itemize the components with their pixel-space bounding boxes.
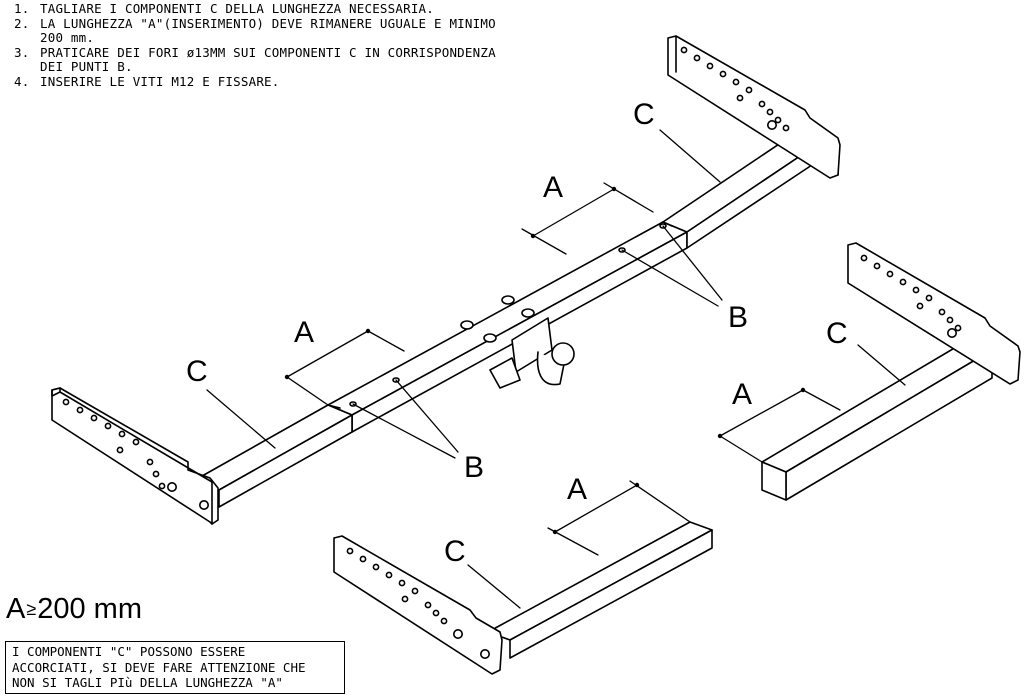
fixing-bolts [460,295,535,343]
c-tube-loose-bottom [333,521,713,675]
instructions-list: 1. TAGLIARE I COMPONENTI C DELLA LUNGHEZZ… [14,1,580,90]
instruction-item: 1. TAGLIARE I COMPONENTI C DELLA LUNGHEZZ… [14,1,580,17]
label-b: B [464,451,484,484]
instruction-item: 3. PRATICARE DEI FORI ø13MM SUI COMPONENT… [14,44,580,75]
instruction-item: 2. LA LUNGHEZZA "A"(INSERIMENTO) DEVE RIM… [14,15,580,46]
minimum-value: 200 mm [37,593,142,625]
label-c: C [826,317,848,350]
greater-equal-symbol: ≥ [26,599,37,619]
left-mounting-plate [51,387,219,525]
instruction-number: 2. [14,15,30,31]
label-a: A [543,171,563,204]
label-a: A [294,316,314,349]
instruction-text: LA LUNGHEZZA "A"(INSERIMENTO) DEVE RIMAN… [40,15,496,45]
instruction-text: PRATICARE DEI FORI ø13MM SUI COMPONENTI … [40,44,496,74]
c-tube-loose-right [761,242,1021,501]
label-c: C [633,98,655,131]
label-c: C [444,535,466,568]
instruction-item: 4. INSERIRE LE VITI M12 E FISSARE. [14,73,580,90]
instruction-text: TAGLIARE I COMPONENTI C DELLA LUNGHEZZA … [40,1,435,16]
label-c: C [186,355,208,388]
right-mounting-plate [667,35,841,179]
instruction-number: 1. [14,1,30,16]
label-a: A [732,378,752,411]
instruction-text: INSERIRE LE VITI M12 E FISSARE. [40,73,280,89]
minimum-prefix: A [6,593,26,625]
instruction-number: 4. [14,73,30,89]
label-a: A [567,473,587,506]
main-crossbar [327,221,688,433]
minimum-insertion-length: A≥200 mm [6,592,142,626]
warning-note: I COMPONENTI "C" POSSONO ESSERE ACCORCIA… [5,641,345,694]
label-b: B [728,301,748,334]
instruction-number: 3. [14,44,30,60]
tow-ball-hitch [489,317,575,389]
leader-lines [206,129,906,609]
